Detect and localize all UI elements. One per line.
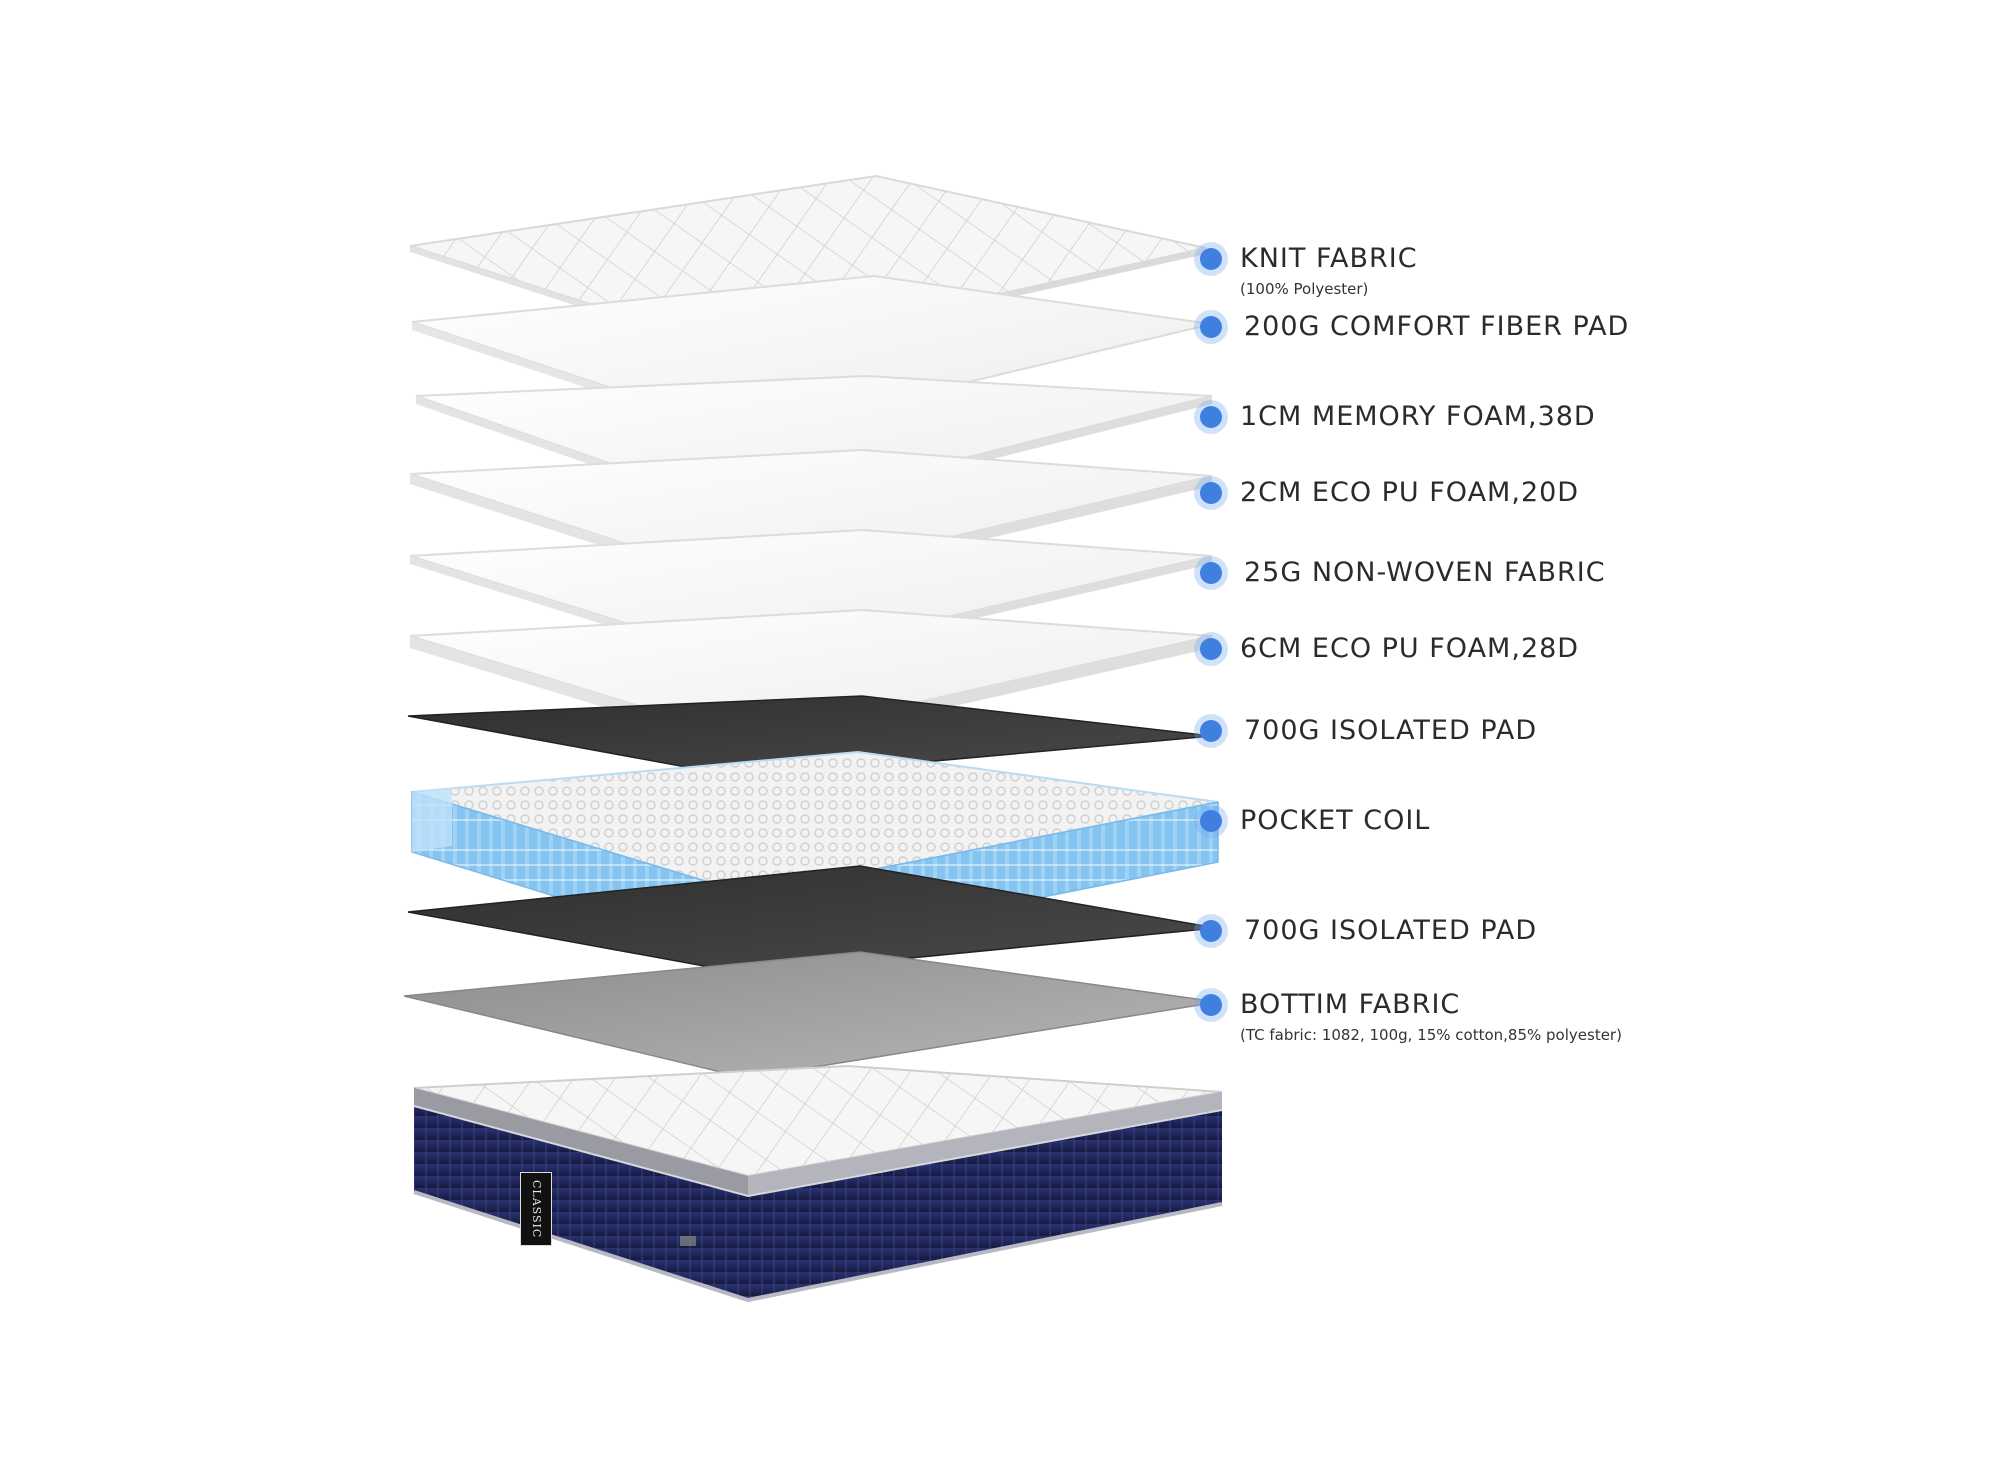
marker-dot-icon [1200,406,1222,428]
marker-dot-icon [1200,720,1222,742]
layer-label: 700G ISOLATED PAD [1244,715,1538,746]
layer-sublabel: (100% Polyester) [1240,280,1369,298]
assembled-mattress [413,1064,1223,1303]
marker-dot-icon [1200,994,1222,1016]
layer-label: 6CM ECO PU FOAM,28D [1240,633,1580,664]
layer-label: KNIT FABRIC [1240,243,1418,274]
brand-tag: CLASSIC [520,1172,552,1246]
layer-label: BOTTIM FABRIC [1240,989,1461,1020]
marker-dot-icon [1200,482,1222,504]
layer-label: 200G COMFORT FIBER PAD [1244,311,1630,342]
layer-label: POCKET COIL [1240,805,1431,836]
layer-label: 1CM MEMORY FOAM,38D [1240,401,1596,432]
marker-dot-icon [1200,638,1222,660]
layer-label: 25G NON-WOVEN FABRIC [1244,557,1606,588]
marker-dot-icon [1200,316,1222,338]
marker-dot-icon [1200,920,1222,942]
layer-sublabel: (TC fabric: 1082, 100g, 15% cotton,85% p… [1240,1026,1622,1044]
layer-bottom-fabric [403,951,1219,1079]
marker-dot-icon [1200,562,1222,584]
marker-dot-icon [1200,248,1222,270]
layer-label: 700G ISOLATED PAD [1244,915,1538,946]
layer-label: 2CM ECO PU FOAM,20D [1240,477,1580,508]
marker-dot-icon [1200,810,1222,832]
